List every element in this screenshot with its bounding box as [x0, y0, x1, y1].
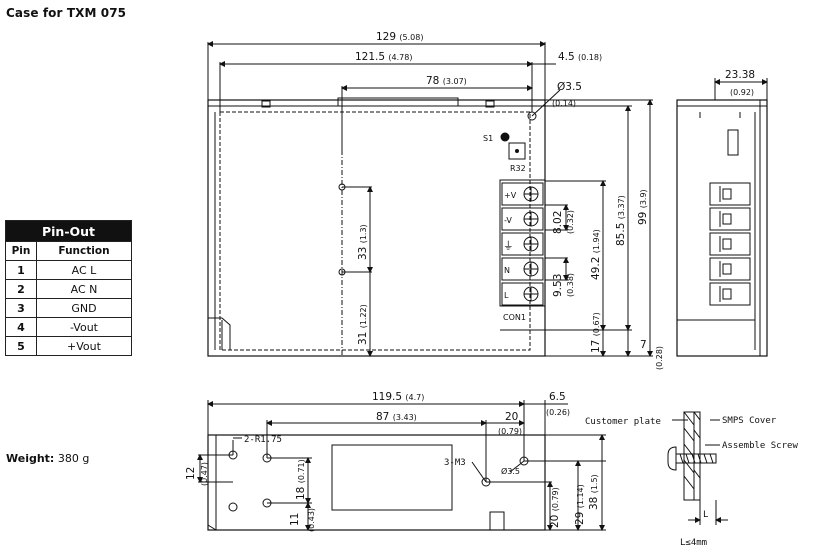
hole-label: Ø3.5	[501, 466, 520, 476]
terminal-label: L	[504, 291, 509, 300]
smps-cover-section	[693, 411, 701, 501]
dim-8-02-in: (0.32)	[566, 210, 575, 234]
r32-label: R32	[510, 164, 526, 173]
dim-31: 31 (1.22)	[357, 304, 369, 345]
s1-label: S1	[483, 134, 493, 143]
dim-87: 87 (3.43)	[376, 411, 417, 423]
table-row: 4-Vout	[5, 317, 132, 337]
dim-17: 17 (0.67)	[590, 312, 602, 353]
dim-20: 20	[505, 411, 518, 423]
dim-6-5: 6.5	[549, 391, 566, 403]
screw-head-icon	[667, 446, 677, 471]
dim-hole-in: (0.14)	[552, 99, 576, 108]
r32-component	[508, 142, 526, 160]
dim-38: 38 (1.5)	[588, 474, 600, 510]
dim-29: 29 (1.14)	[574, 484, 586, 525]
pinout-heading: Pin-Out	[5, 220, 132, 242]
dim-23-38-in: (0.92)	[730, 88, 754, 97]
page-title: Case for TXM 075	[6, 6, 127, 20]
dim-11: 11	[289, 513, 301, 526]
dim-49-2: 49.2 (1.94)	[590, 229, 602, 280]
customer-plate-label: Customer plate	[585, 417, 661, 427]
dim-7: 7	[640, 339, 647, 351]
terminal-screws	[501, 182, 544, 306]
l-label: L	[703, 510, 708, 520]
terminal-label: N	[504, 266, 510, 275]
assemble-screw-label: Assemble Screw	[722, 441, 798, 451]
dim-9-53: 9.53	[552, 274, 564, 297]
weight-info: Weight: 380 g	[6, 452, 89, 465]
mounting-detail	[667, 411, 728, 525]
bottom-view	[197, 400, 606, 531]
pin-function: +Vout	[36, 336, 132, 356]
dim-18: 18 (0.71)	[295, 459, 307, 500]
dim-20v: 20 (0.79)	[549, 487, 561, 528]
dim-12-in: (0.47)	[200, 462, 209, 486]
terminal-label: -V	[504, 216, 512, 225]
pcb-outline	[219, 111, 531, 351]
dim-121-5: 121.5 (4.78)	[355, 51, 412, 63]
dim-99: 99 (3.9)	[637, 189, 649, 225]
side-view	[676, 78, 768, 357]
dim-20-in: (0.79)	[498, 427, 522, 436]
dim-9-53-in: (0.38)	[566, 273, 575, 297]
r-label: 2-R1.75	[244, 435, 282, 445]
dim-33: 33 (1.3)	[357, 224, 369, 260]
dim-4-5: 4.5 (0.18)	[558, 51, 602, 63]
pin-column-header: Pin	[5, 241, 37, 261]
dim-119-5: 119.5 (4.7)	[372, 391, 424, 403]
terminal-label: ⏚	[503, 240, 514, 252]
dim-129: 129 (5.08)	[376, 31, 423, 43]
table-row: 5+Vout	[5, 336, 132, 356]
mounting-hole	[228, 502, 238, 512]
dim-85-5: 85.5 (3.37)	[615, 195, 627, 246]
dim-7-in: (0.28)	[655, 346, 664, 370]
dim-12: 12	[185, 467, 197, 480]
terminal-label: +V	[504, 191, 517, 200]
smps-cover-label: SMPS Cover	[722, 416, 777, 426]
dim-11-in: (0.43)	[307, 508, 316, 532]
m3-label: 3-M3	[444, 458, 466, 468]
bottom-window	[331, 444, 453, 511]
side-view-outline	[676, 99, 768, 357]
weight-value: 380 g	[57, 452, 90, 465]
con1-label: CON1	[503, 313, 526, 322]
top-view-outline	[207, 99, 546, 357]
dim-78: 78 (3.07)	[426, 75, 467, 87]
dim-8-02: 8.02	[552, 211, 564, 234]
pin-number: 5	[5, 336, 37, 356]
dim-23-38: 23.38	[725, 69, 755, 81]
dim-hole: Ø3.5	[557, 81, 582, 93]
dim-6-5-in: (0.26)	[546, 408, 570, 417]
potentiometer-icon	[500, 132, 510, 142]
l-note: L≤4mm	[680, 538, 707, 548]
top-slot	[337, 97, 459, 107]
weight-label: Weight:	[6, 452, 55, 465]
screw-shank	[675, 453, 717, 464]
side-terminals	[709, 182, 751, 306]
terminal-block	[499, 179, 546, 307]
top-view	[207, 41, 653, 357]
